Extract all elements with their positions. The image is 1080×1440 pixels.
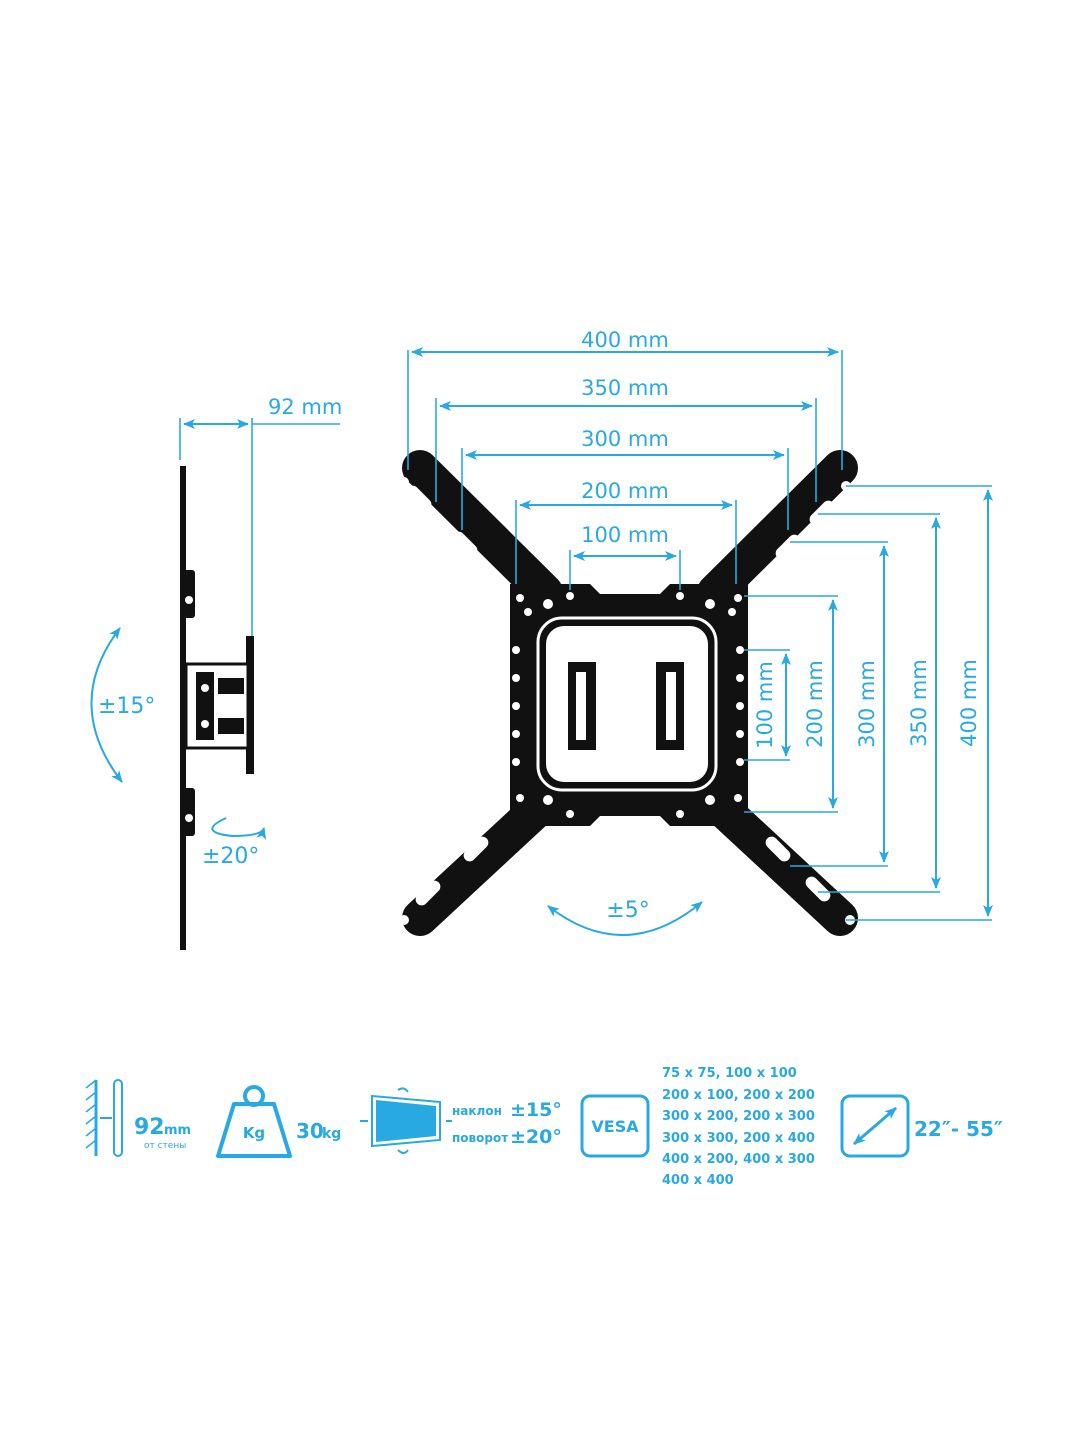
- wall-distance-unit: mm: [164, 1123, 191, 1138]
- spec-row: 92 mm от стены Kg 30 kg наклон ±15° пово…: [85, 1066, 1003, 1188]
- front-rotation-label: ±5°: [606, 898, 649, 923]
- dim-v-350: 350 mm: [907, 659, 931, 747]
- tilt-value: ±15°: [510, 1099, 562, 1121]
- side-swivel-label: ±20°: [202, 844, 259, 869]
- side-view: 92 mm ±15° ±20°: [90, 395, 342, 950]
- dim-v-100: 100 mm: [753, 661, 777, 749]
- wall-distance-caption: от стены: [144, 1141, 186, 1151]
- dim-h-400: 400 mm: [581, 328, 669, 352]
- side-depth-label: 92 mm: [268, 395, 342, 419]
- side-tilt-label: ±15°: [98, 694, 155, 719]
- dim-v-300: 300 mm: [855, 660, 879, 748]
- dim-v-200: 200 mm: [803, 660, 827, 748]
- bracket-arm-top-left: [399, 450, 563, 610]
- vesa-icon: [580, 1094, 650, 1158]
- swivel-arrow: [211, 817, 267, 840]
- front-view: 400 mm 350 mm 300 mm 200 mm 100 mm 100 m…: [399, 328, 993, 936]
- vesa-badge: VESA: [591, 1117, 639, 1136]
- weight-value: 30: [296, 1119, 324, 1143]
- weight-icon: [216, 1085, 292, 1158]
- vesa-list: 75 x 75, 100 x 100 200 x 100, 200 x 200 …: [662, 1066, 815, 1188]
- weight-icon-label: Kg: [243, 1124, 265, 1142]
- tilt-arc: [90, 627, 123, 783]
- dim-h-100: 100 mm: [581, 523, 669, 547]
- vesa-line-5: 400 x 200, 400 x 300: [662, 1152, 815, 1167]
- tilt-swivel-icon: [360, 1087, 452, 1154]
- tv-plate-side: [180, 466, 186, 950]
- swivel-label: поворот: [452, 1131, 508, 1145]
- vesa-line-6: 400 x 400: [662, 1173, 734, 1188]
- dim-v-400: 400 mm: [957, 659, 981, 747]
- rotation-arc: [547, 901, 703, 936]
- dim-h-200: 200 mm: [581, 479, 669, 503]
- vesa-line-2: 200 x 100, 200 x 200: [662, 1088, 815, 1103]
- wall-plate-side: [246, 636, 254, 774]
- dim-h-300: 300 mm: [581, 427, 669, 451]
- wall-distance-icon: [85, 1079, 123, 1157]
- vesa-line-4: 300 x 300, 200 x 400: [662, 1131, 815, 1146]
- arm-mechanism: [184, 662, 250, 750]
- vesa-line-1: 75 x 75, 100 x 100: [662, 1066, 797, 1081]
- vesa-line-3: 300 x 200, 200 x 300: [662, 1109, 815, 1124]
- wall-distance-value: 92: [134, 1115, 165, 1140]
- swivel-value: ±20°: [510, 1126, 562, 1148]
- screen-diagonal-icon: [840, 1094, 910, 1158]
- screen-size-range: 22″- 55″: [914, 1117, 1003, 1141]
- tilt-label: наклон: [452, 1104, 502, 1118]
- dim-h-350: 350 mm: [581, 376, 669, 400]
- weight-unit: kg: [322, 1126, 341, 1142]
